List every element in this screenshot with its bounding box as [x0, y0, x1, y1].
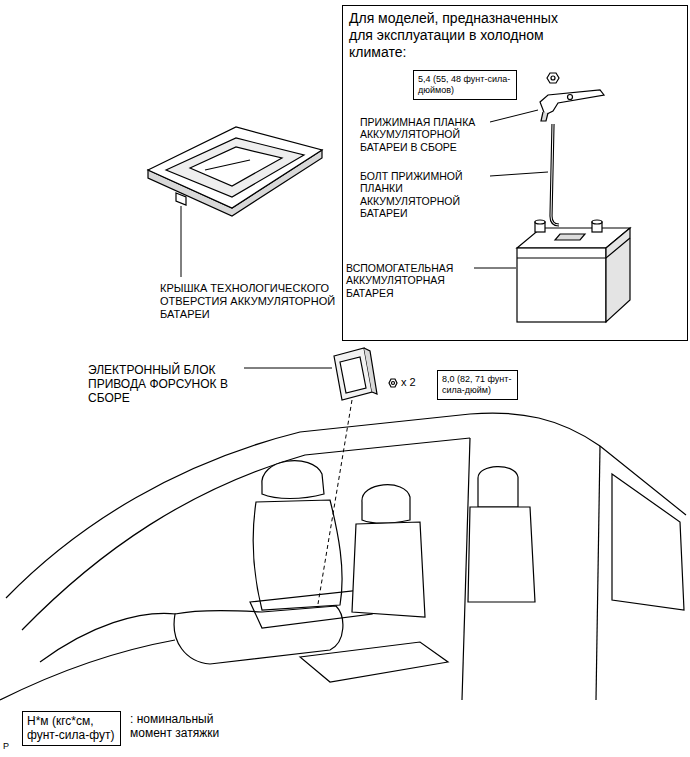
torque-units: Н*м (кгс*см, фунт-сила-фут): [27, 714, 116, 743]
clamp-bolt-drawing: [551, 124, 559, 225]
vehicle-interior-drawing: [362, 485, 410, 523]
battery-clamp-drawing: [540, 90, 604, 115]
auxiliary-battery-drawing: [517, 248, 606, 322]
part-label: ЭЛЕКТРОННЫЙ БЛОК ПРИВОДА ФОРСУНОК В СБОР…: [88, 363, 240, 405]
vehicle-interior-drawing: [478, 467, 518, 507]
clamp-bolt-drawing: [551, 124, 559, 225]
battery-cover-drawing: [148, 127, 322, 208]
battery-clamp-drawing: [541, 112, 548, 121]
torque-box: 8,0 (82, 71 фунт-сила-дюйм): [437, 370, 518, 400]
part-label: ВСПОМОГАТЕЛЬНАЯ АККУМУЛЯТОРНАЯ БАТАРЕЯ: [346, 262, 470, 299]
quantity-label: x 2: [401, 376, 433, 389]
battery-cover-drawing: [166, 138, 304, 197]
auxiliary-battery-drawing: [606, 228, 630, 322]
vehicle-interior-drawing: [262, 461, 324, 499]
vehicle-interior-drawing: [40, 613, 176, 662]
nut-symbol: [389, 379, 397, 387]
battery-cover-drawing: [176, 193, 186, 205]
battery-cover-drawing: [205, 160, 250, 170]
clamp-bolt-drawing: [551, 124, 559, 225]
vehicle-interior-drawing: [22, 438, 470, 630]
nut-symbol: [392, 382, 395, 385]
leader-line: [244, 368, 332, 369]
vehicle-interior-drawing: [0, 640, 175, 700]
ecu-drawing: [334, 348, 377, 400]
battery-cover-drawing: [190, 147, 282, 186]
vehicle-interior-drawing: [612, 474, 684, 610]
inset-heading: Для моделей, предназначенных для эксплуа…: [349, 10, 585, 60]
vehicle-interior-drawing: [352, 522, 425, 617]
auxiliary-battery-drawing: [517, 220, 630, 322]
vehicle-interior-drawing: [596, 446, 600, 700]
torque-value: 8,0 (82, 71 фунт-сила-дюйм): [442, 374, 513, 396]
leader-line: [181, 206, 182, 277]
nut-symbol: [547, 73, 559, 83]
torque-box: 5,4 (55, 48 фунт-сила-дюймов): [413, 70, 517, 100]
part-label: ПРИЖИМНАЯ ПЛАНКА АККУМУЛЯТОРНОЙ БАТАРЕИ …: [360, 116, 484, 153]
battery-clamp-drawing: [568, 95, 573, 100]
figure-code: P: [3, 741, 17, 752]
leader-line: [474, 268, 516, 269]
legend-description: : номинальный момент затяжки: [130, 712, 234, 740]
nut-symbol: [551, 76, 555, 80]
legend-torque-box: Н*м (кгс*см, фунт-сила-фут): [22, 711, 121, 746]
torque-value: 5,4 (55, 48 фунт-сила-дюймов): [418, 74, 512, 96]
location-dashed-line: [318, 400, 352, 604]
leader-line: [490, 172, 548, 176]
nut-symbol: [389, 379, 397, 387]
vehicle-interior-drawing: [6, 413, 686, 598]
auxiliary-battery-drawing: [555, 234, 585, 240]
battery-cover-drawing: [148, 127, 322, 216]
auxiliary-battery-drawing: [517, 238, 630, 258]
leader-line: [490, 110, 538, 122]
part-label: БОЛТ ПРИЖИМНОЙ ПЛАНКИ АККУМУЛЯТОРНОЙ БАТ…: [360, 170, 484, 220]
part-label: КРЫШКА ТЕХНОЛОГИЧЕСКОГО ОТВЕРСТИЯ АККУМУ…: [160, 282, 338, 321]
auxiliary-battery-drawing: [592, 220, 602, 224]
vehicle-interior-drawing: [468, 507, 535, 602]
auxiliary-battery-drawing: [535, 220, 545, 224]
ecu-drawing: [340, 357, 366, 393]
nut-symbol: [547, 73, 559, 83]
vehicle-interior-drawing: [300, 642, 448, 682]
ecu-drawing: [364, 348, 377, 394]
battery-clamp-drawing: [540, 90, 604, 121]
